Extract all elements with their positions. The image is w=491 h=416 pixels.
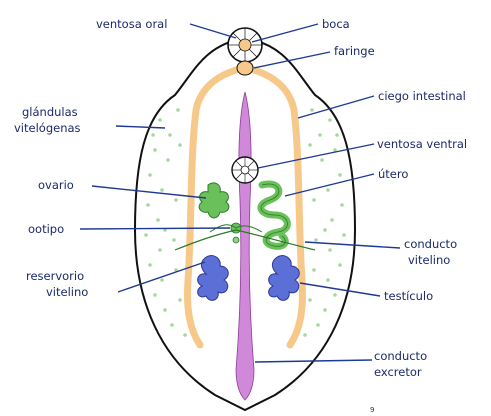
label-reservorio-line2: vitelino [46,285,88,299]
label-glandulas-line1: glándulas [22,105,78,119]
label-testiculo: testículo [384,289,433,303]
oral-sucker [228,28,262,62]
leader-boca [252,24,318,42]
label-glandulas-line2: vitelógenas [14,121,81,135]
pharynx [237,61,253,75]
label-ovario: ovario [38,178,74,192]
label-ciego-intestinal: ciego intestinal [378,89,466,103]
page-number: 9 [370,406,374,414]
ventral-sucker [232,157,258,183]
label-reservorio-line1: reservorio [26,269,84,283]
leader-ventosa-oral [190,24,236,38]
label-ootipo: ootipo [28,222,64,236]
label-conducto-vitelino-line1: conducto [404,237,457,251]
label-conducto-excretor-line2: excretor [374,365,422,379]
label-utero: útero [378,167,408,181]
label-ventosa-ventral: ventosa ventral [377,137,467,151]
label-boca: boca [322,17,350,31]
label-conducto-excretor-line1: conducto [374,349,427,363]
label-conducto-vitelino-line2: vitelino [408,253,450,267]
label-ventosa-oral: ventosa oral [96,17,167,31]
label-faringe: faringe [334,44,375,58]
vitelline-reservoir [233,237,239,243]
leader-ootipo [80,228,230,229]
